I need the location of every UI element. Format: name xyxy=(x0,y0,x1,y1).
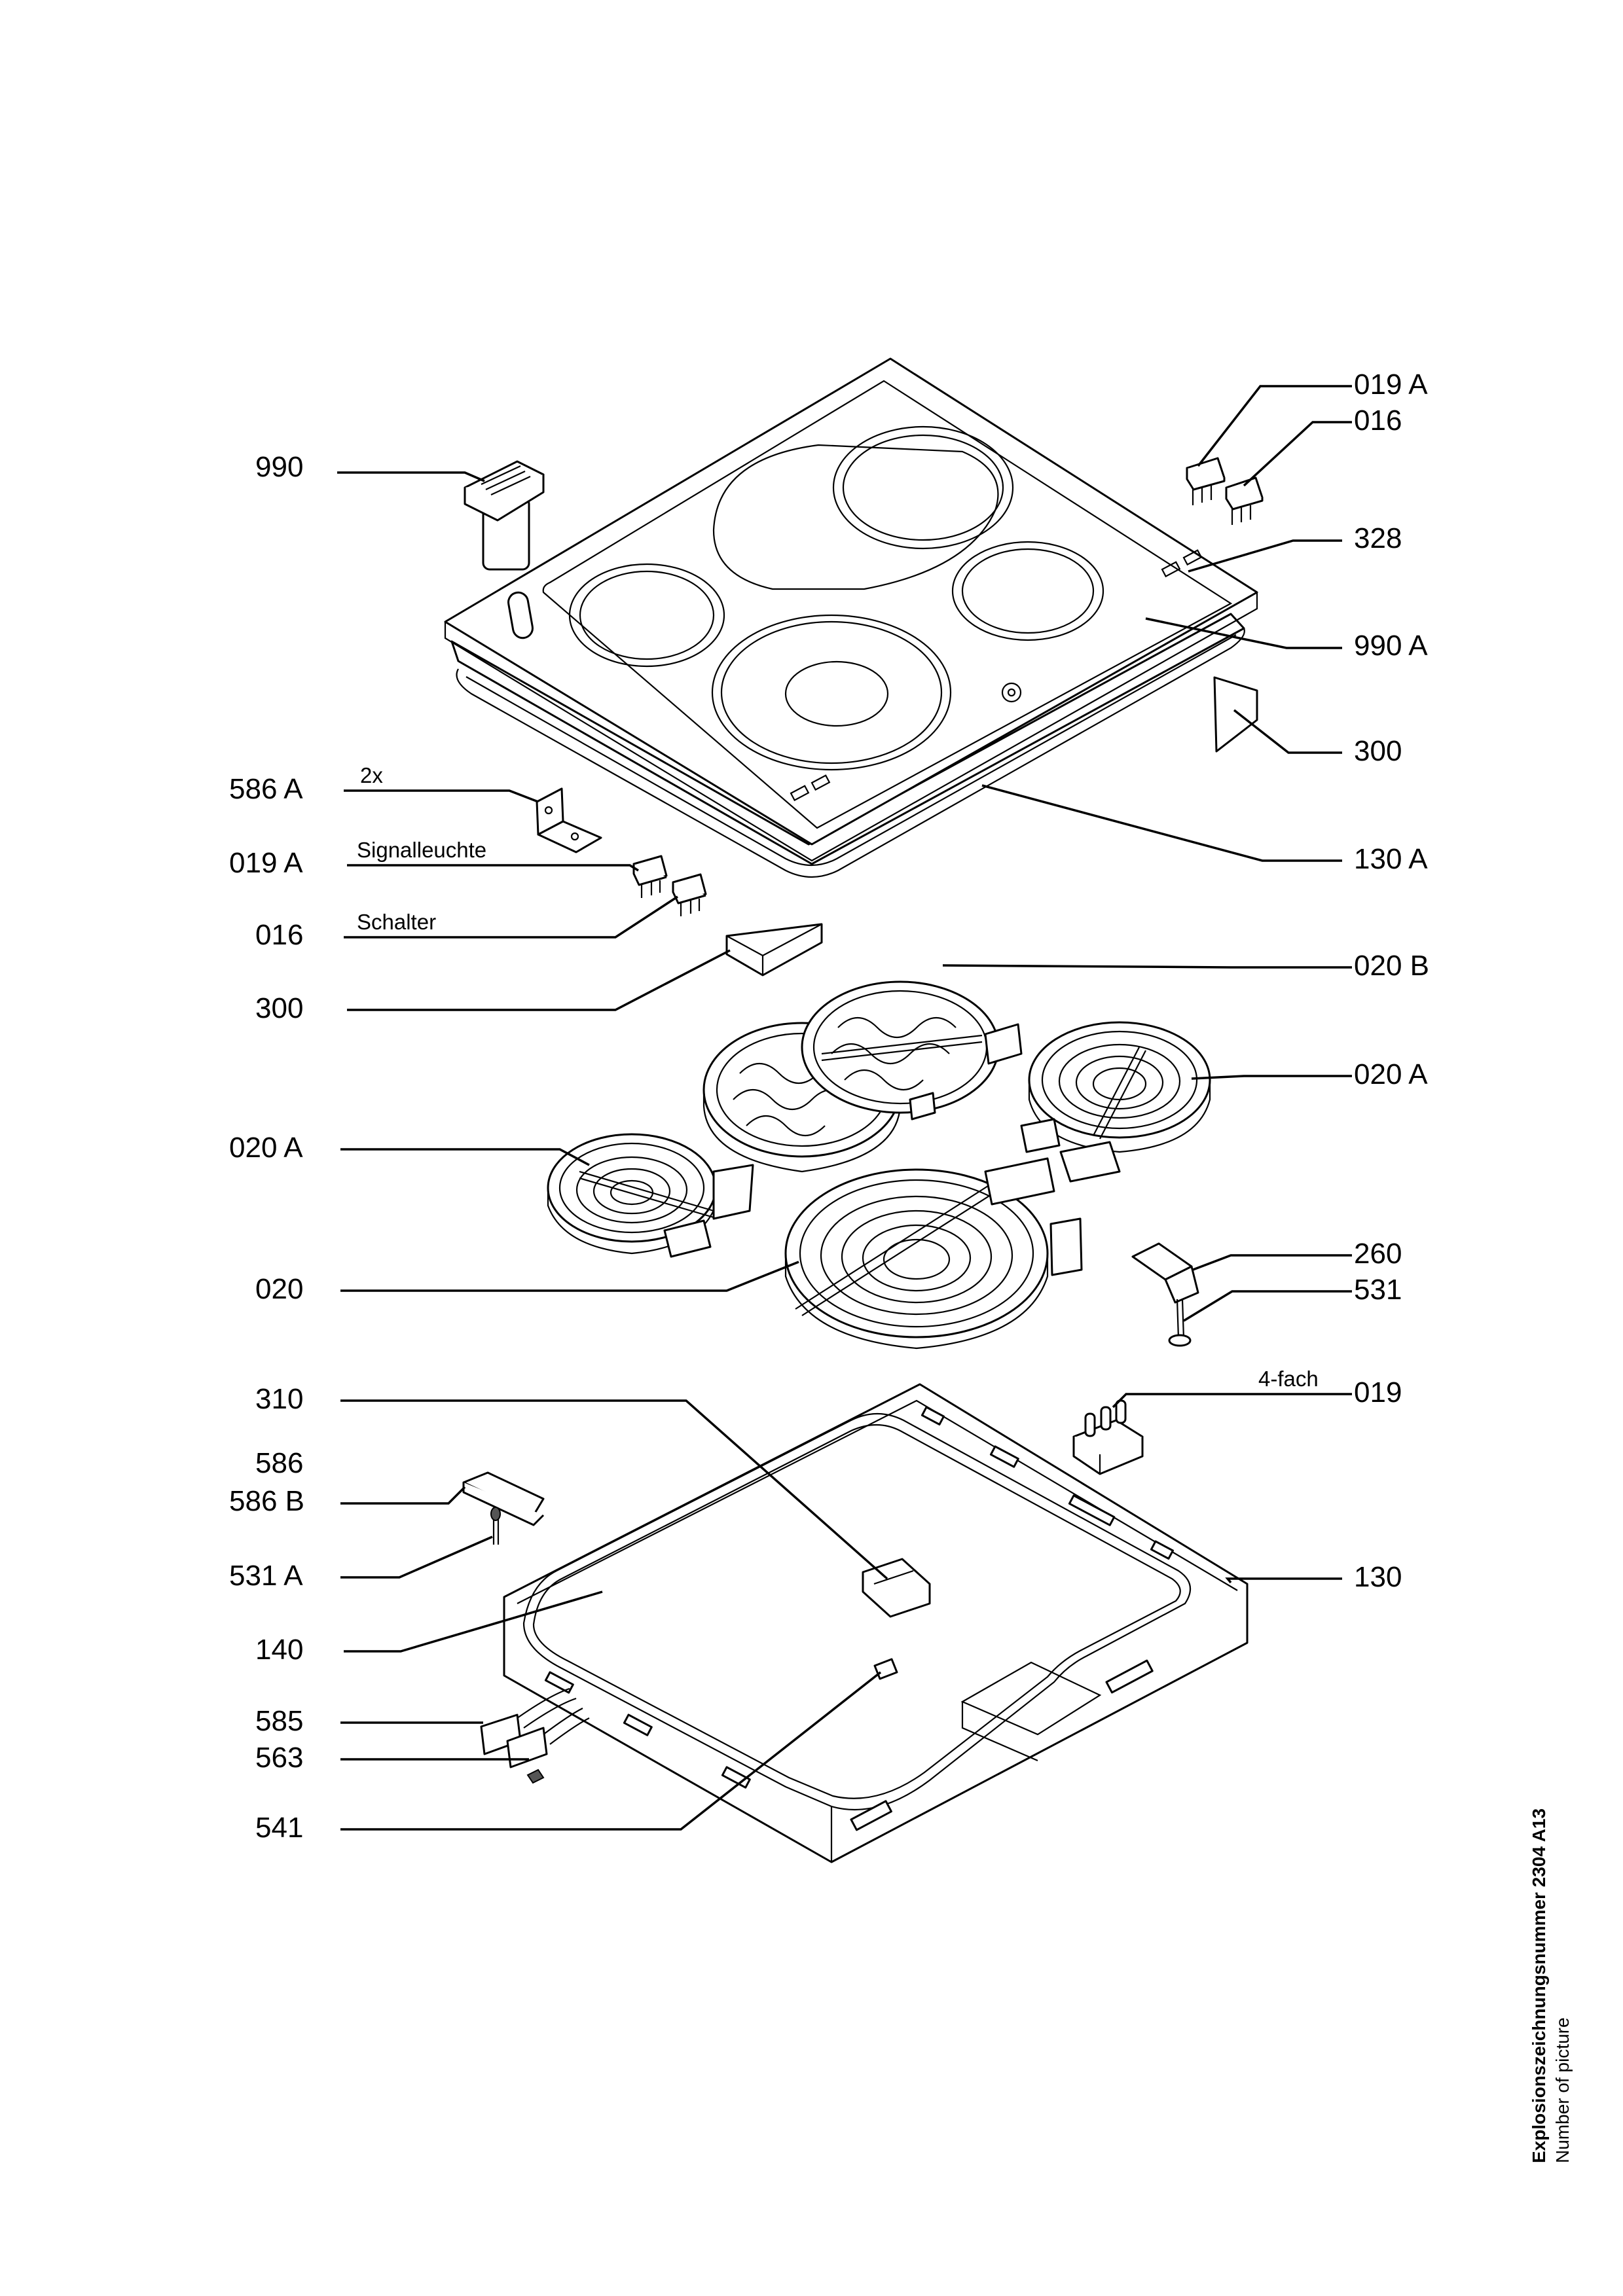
part-586-586b-bracket xyxy=(462,1471,545,1526)
part-531a-screw xyxy=(490,1507,501,1545)
label-328: 328 xyxy=(1354,522,1402,554)
label-019a-left: 019 A xyxy=(229,847,303,879)
label-019: 019 xyxy=(1354,1376,1402,1408)
annotation-schalter: Schalter xyxy=(357,910,436,934)
label-531: 531 xyxy=(1354,1274,1402,1306)
part-020a-right-heating-element xyxy=(1020,1021,1211,1183)
label-586b: 586 B xyxy=(229,1485,304,1517)
part-563-small-connector xyxy=(526,1768,545,1784)
label-310: 310 xyxy=(255,1383,303,1415)
label-541: 541 xyxy=(255,1812,303,1844)
part-300-wedge-right xyxy=(1213,676,1258,753)
label-586a: 586 A xyxy=(229,773,303,805)
part-019a-signal-lamp xyxy=(632,855,668,898)
part-020a-left-heating-element xyxy=(547,1133,754,1258)
label-020a-right: 020 A xyxy=(1354,1058,1428,1090)
label-020: 020 xyxy=(255,1273,303,1305)
label-020a-left: 020 A xyxy=(229,1132,303,1164)
drawing-number: Explosionszeichnungsnummer 2304 A13 xyxy=(1529,1808,1549,2163)
callout-labels: 990 019 A 016 328 990 A 300 586 A 2x 130… xyxy=(229,368,1429,1844)
label-531a: 531 A xyxy=(229,1560,303,1592)
annotation-2x: 2x xyxy=(360,763,383,787)
part-990-knob xyxy=(464,460,545,571)
glass-ceramic-hob-top xyxy=(444,357,1258,878)
label-990a: 990 A xyxy=(1354,630,1428,662)
number-of-picture: Number of picture xyxy=(1552,2017,1573,2163)
label-130: 130 xyxy=(1354,1561,1402,1593)
label-140: 140 xyxy=(255,1634,303,1666)
label-586: 586 xyxy=(255,1447,303,1479)
label-016-left: 016 xyxy=(255,919,303,951)
label-020b: 020 B xyxy=(1354,950,1429,982)
label-260: 260 xyxy=(1354,1238,1402,1270)
label-300-right: 300 xyxy=(1354,735,1402,767)
part-020b-oval-heating-element xyxy=(702,980,1023,1173)
label-563: 563 xyxy=(255,1742,303,1774)
part-019a-016-switches-top xyxy=(1186,457,1264,525)
part-016-switch xyxy=(672,873,707,916)
label-019a-top: 019 A xyxy=(1354,368,1428,401)
part-019-terminal-block xyxy=(1072,1399,1144,1475)
annotation-signalleuchte: Signalleuchte xyxy=(357,838,486,862)
annotation-4-fach: 4-fach xyxy=(1258,1367,1319,1391)
part-260-clip xyxy=(1131,1242,1199,1304)
drawing-number-footer: Explosionszeichnungsnummer 2304 A13 Numb… xyxy=(1529,1808,1573,2163)
part-130-bottom-tray xyxy=(503,1383,1249,1863)
part-586a-bracket xyxy=(536,787,602,853)
label-585: 585 xyxy=(255,1705,303,1737)
label-016-top: 016 xyxy=(1354,404,1402,437)
label-300-left: 300 xyxy=(255,992,303,1024)
label-130a: 130 A xyxy=(1354,843,1428,875)
part-531-screw xyxy=(1168,1299,1192,1347)
part-300-wedge-left xyxy=(725,923,823,977)
leader-lines xyxy=(337,385,1352,1831)
label-990: 990 xyxy=(255,451,303,483)
part-020-large-heating-element xyxy=(784,1157,1083,1350)
